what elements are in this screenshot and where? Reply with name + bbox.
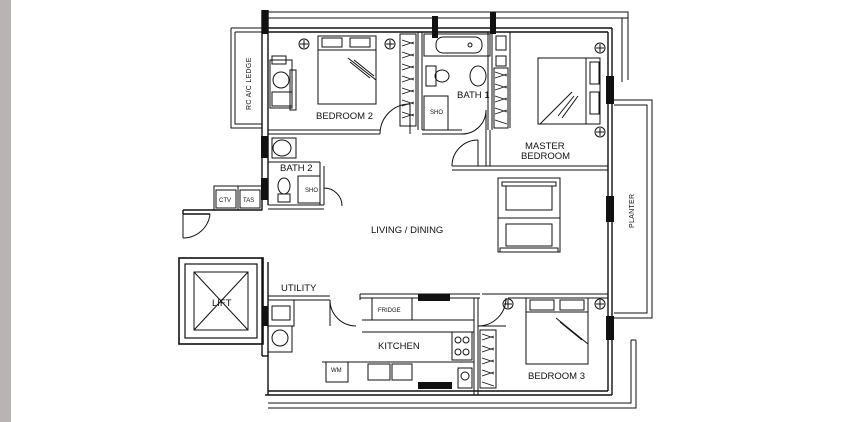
fixture-labels: RC A/C LEDGE PLANTER SHO SHO CTV TAS FRI… (219, 57, 636, 374)
label-lift: LIFT (212, 298, 232, 309)
outer-ledge-outline (230, 11, 629, 129)
label-bedroom2: BEDROOM 2 (316, 111, 373, 122)
label-tas: TAS (243, 198, 254, 204)
door-swings (182, 103, 507, 327)
label-living-dining: LIVING / DINING (371, 225, 443, 236)
master-furniture (537, 42, 606, 138)
bath2-fixtures (271, 137, 321, 204)
label-utility: UTILITY (281, 283, 317, 294)
label-bath1: BATH 1 (457, 90, 490, 101)
bedroom2-furniture (269, 33, 417, 127)
label-master-line1: MASTER (525, 141, 565, 152)
planter-outline (614, 99, 653, 319)
bath1-fixtures (423, 33, 509, 131)
utility-fixtures (267, 299, 295, 353)
label-planter: PLANTER (629, 194, 636, 228)
room-labels: BEDROOM 2 BATH 1 MASTER BEDROOM BATH 2 L… (212, 90, 585, 382)
bottom-ledge-outline (268, 339, 637, 409)
living-furniture (497, 177, 561, 253)
kitchen-fixtures (322, 297, 474, 389)
label-bedroom3: BEDROOM 3 (528, 371, 585, 382)
label-wm: WM (331, 368, 342, 374)
label-ac-ledge: RC A/C LEDGE (246, 57, 253, 110)
label-bath2: BATH 2 (280, 163, 313, 174)
label-master-line2: BEDROOM (521, 151, 570, 162)
bedroom3-furniture (479, 297, 606, 389)
label-sho-bath2: SHO (305, 188, 318, 194)
label-kitchen: KITCHEN (378, 341, 420, 352)
label-fridge: FRIDGE (378, 308, 401, 314)
label-ctv: CTV (219, 198, 231, 204)
partitions (268, 32, 608, 395)
ctv-tas-cabinets (213, 185, 263, 211)
lift-shaft (178, 257, 264, 345)
label-sho-bath1: SHO (430, 110, 443, 116)
page-side-strip (0, 0, 11, 422)
